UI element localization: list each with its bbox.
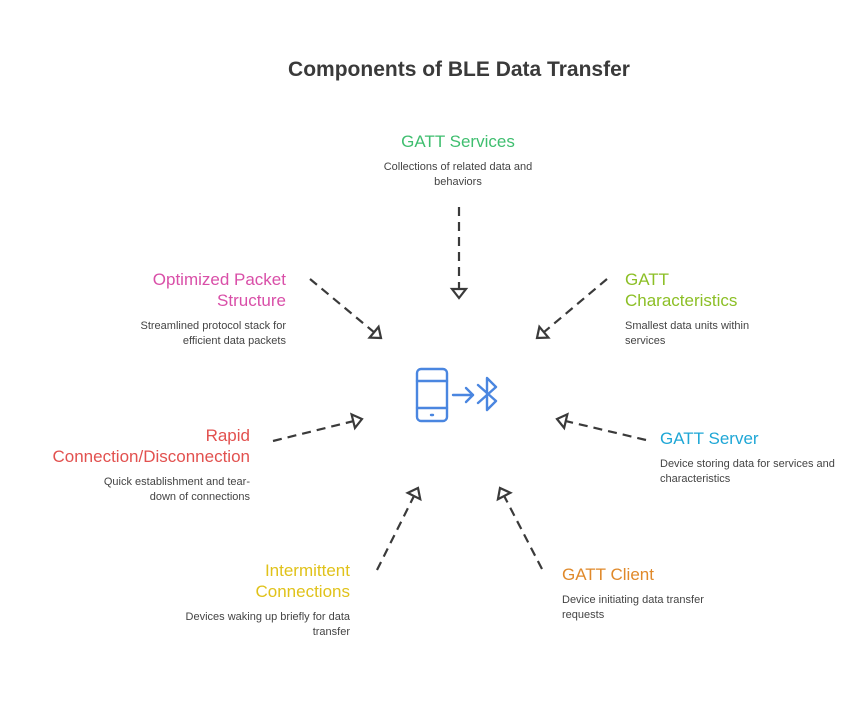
arrow-optimized-packet [309,278,376,334]
node-gatt-characteristics: GATT Characteristics Smallest data units… [625,269,795,349]
node-optimized-packet: Optimized Packet Structure Streamlined p… [110,269,286,349]
arrow-gatt-server-head [555,412,569,431]
node-description: Devices waking up briefly for data trans… [185,611,350,638]
arrow-gatt-client-head [496,486,513,502]
arrow-gatt-server [564,419,647,442]
node-gatt-server: GATT Server Device storing data for serv… [660,428,840,487]
arrow-gatt-characteristics-head [535,324,551,340]
node-title: Rapid Connection/Disconnection [52,426,250,466]
node-gatt-services: GATT Services Collections of related dat… [368,131,548,190]
arrow-rapid-connection-head [349,412,364,431]
node-title: Optimized Packet Structure [152,270,286,310]
node-title: Intermittent Connections [255,561,350,601]
arrow-gatt-client [502,494,543,570]
node-description: Collections of related data and behavior… [383,161,533,188]
node-description: Device initiating data transfer requests [562,594,704,621]
phone-bluetooth-icon [415,367,498,423]
node-gatt-client: GATT Client Device initiating data trans… [562,564,742,623]
node-rapid-connection: Rapid Connection/Disconnection Quick est… [30,425,250,505]
node-description: Smallest data units within services [625,320,750,347]
node-title: GATT Client [562,565,654,584]
node-description: Streamlined protocol stack for efficient… [140,320,286,347]
arrow-gatt-characteristics [542,278,608,334]
node-description: Quick establishment and tear-down of con… [103,476,250,503]
node-description: Device storing data for services and cha… [660,458,835,485]
arrow-intermittent-connections [376,494,416,571]
node-title: GATT Server [660,429,759,448]
diagram-title: Components of BLE Data Transfer [288,58,630,81]
arrow-gatt-services-head [449,287,469,300]
node-title: GATT Characteristics [625,270,738,310]
arrow-optimized-packet-head [367,324,383,340]
node-title: GATT Services [401,132,515,151]
arrow-intermittent-connections-head [405,486,422,502]
arrow-rapid-connection [272,419,355,443]
node-intermittent-connections: Intermittent Connections Devices waking … [180,560,350,640]
